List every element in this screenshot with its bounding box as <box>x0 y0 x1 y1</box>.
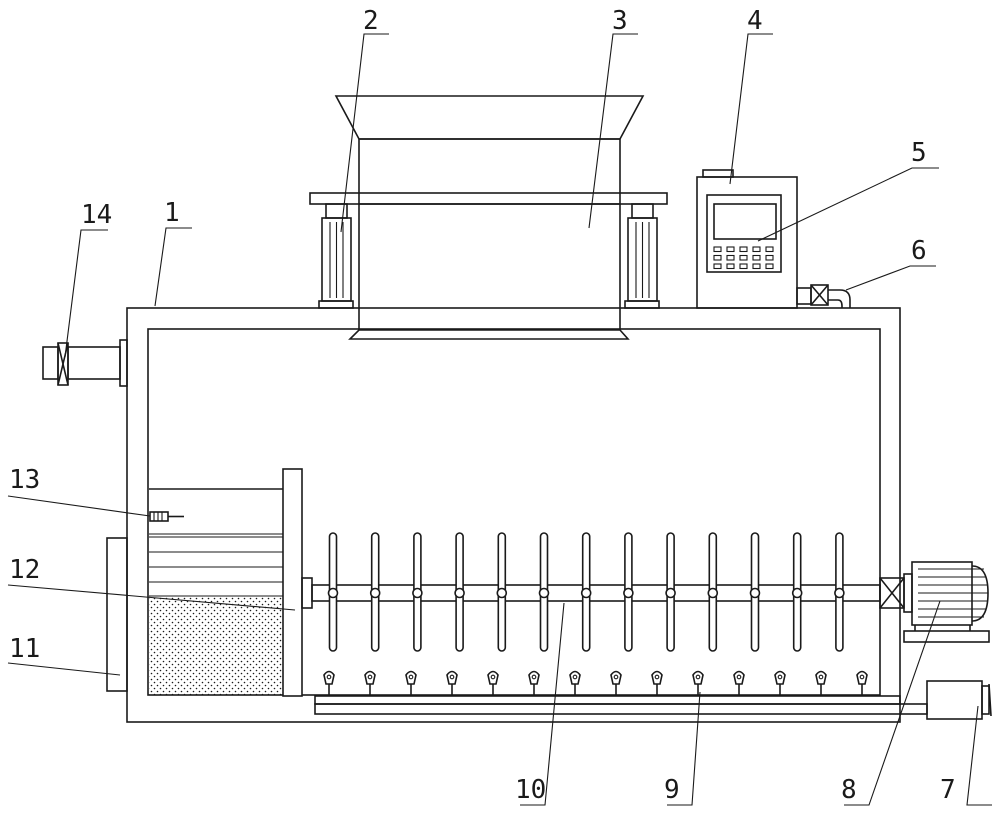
stirring-shaft <box>311 577 905 609</box>
nozzle <box>446 670 458 696</box>
paddle-blade <box>454 532 465 652</box>
display-screen <box>713 203 777 240</box>
paddle-blade <box>369 532 381 652</box>
leader-lines <box>7 33 992 806</box>
nozzle <box>651 670 663 696</box>
nozzle <box>815 670 827 696</box>
keypad-button <box>765 254 774 261</box>
label-9: 9 <box>664 775 680 805</box>
paddle-blade <box>707 532 719 652</box>
nozzle <box>364 670 376 696</box>
paddle-blade <box>327 532 339 652</box>
nozzle <box>487 670 499 696</box>
keypad-button <box>752 263 761 270</box>
keypad-button <box>713 254 722 261</box>
keypad-button <box>713 246 722 253</box>
label-13: 13 <box>9 465 40 495</box>
nozzle <box>569 670 581 696</box>
label-14: 14 <box>81 200 112 230</box>
label-6: 6 <box>911 236 927 266</box>
paddle-blade <box>580 532 592 652</box>
keypad-button <box>713 263 722 270</box>
keypad-button <box>726 254 735 261</box>
label-8: 8 <box>841 775 857 805</box>
label-12: 12 <box>9 555 40 585</box>
label-2: 2 <box>363 6 379 36</box>
nozzle <box>774 670 786 696</box>
keypad-button <box>739 254 748 261</box>
label-7: 7 <box>940 775 956 805</box>
feed-hopper <box>309 95 668 340</box>
label-5: 5 <box>911 138 927 168</box>
paddle-blade <box>749 532 761 652</box>
label-3: 3 <box>612 6 628 36</box>
support-column-right <box>624 203 660 309</box>
keypad-button <box>765 263 774 270</box>
nozzle <box>692 670 704 696</box>
callout-labels: 1 2 3 4 5 6 7 8 9 10 11 12 13 14 <box>9 6 956 805</box>
label-10: 10 <box>515 775 546 805</box>
keypad <box>713 246 774 270</box>
keypad-button <box>726 246 735 253</box>
main-tank <box>126 307 901 723</box>
paddle-blade <box>412 532 423 652</box>
level-sensor <box>149 511 184 522</box>
nozzle <box>528 670 540 696</box>
nozzle <box>323 670 335 696</box>
nozzle <box>405 670 417 696</box>
nozzle <box>610 670 622 696</box>
spray-nozzles <box>323 670 868 696</box>
keypad-button <box>752 254 761 261</box>
label-1: 1 <box>164 198 180 228</box>
nozzle <box>856 670 868 696</box>
outlet-valve <box>796 284 851 308</box>
stirring-paddles <box>327 532 845 652</box>
paddle-blade <box>791 532 803 652</box>
paddle-blade <box>496 532 508 652</box>
side-tank <box>106 537 128 692</box>
paddle-blade <box>834 532 845 652</box>
support-column-left <box>318 203 354 309</box>
label-4: 4 <box>747 6 763 36</box>
keypad-button <box>752 246 761 253</box>
control-cabinet <box>696 169 798 309</box>
label-11: 11 <box>9 634 40 664</box>
keypad-button <box>726 263 735 270</box>
keypad-button <box>739 263 748 270</box>
paddle-blade <box>665 532 676 652</box>
keypad-button <box>765 246 774 253</box>
paddle-blade <box>538 532 550 652</box>
nozzle <box>733 670 745 696</box>
paddle-blade <box>623 532 634 652</box>
drive-motor <box>903 561 990 643</box>
filter-chamber <box>149 468 313 697</box>
water-pump <box>926 680 992 720</box>
inlet-pipe <box>42 339 128 387</box>
keypad-button <box>739 246 748 253</box>
spray-pipe <box>314 695 928 715</box>
